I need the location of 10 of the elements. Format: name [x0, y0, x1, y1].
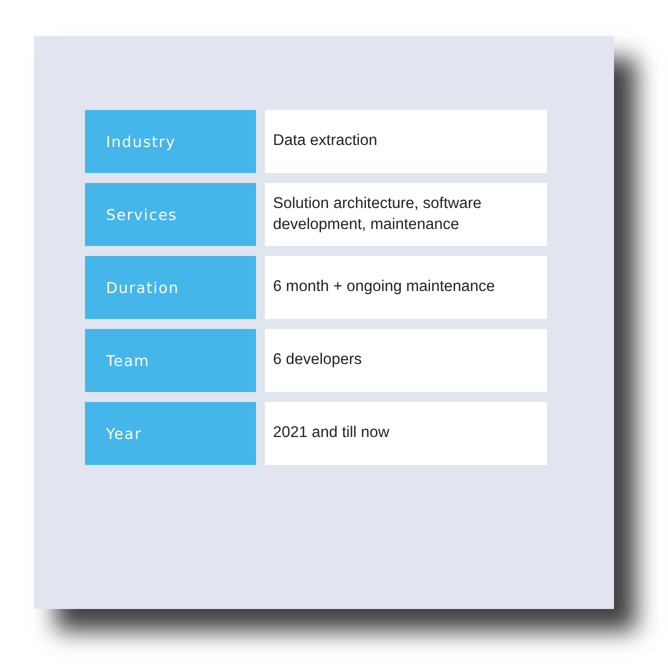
row-header: Industry	[85, 110, 256, 173]
table-cell: Data extraction	[265, 110, 547, 173]
table-cell: 6 developers	[265, 329, 547, 392]
row-header: Services	[85, 183, 256, 246]
row-header: Team	[85, 329, 256, 392]
row-header: Duration	[85, 256, 256, 319]
table-cell: Solution architecture, software development, maintenance	[265, 183, 547, 246]
table-cell: 2021 and till now	[265, 402, 547, 465]
table-cell: 6 month + ongoing maintenance	[265, 256, 547, 319]
row-header: Year	[85, 402, 256, 465]
